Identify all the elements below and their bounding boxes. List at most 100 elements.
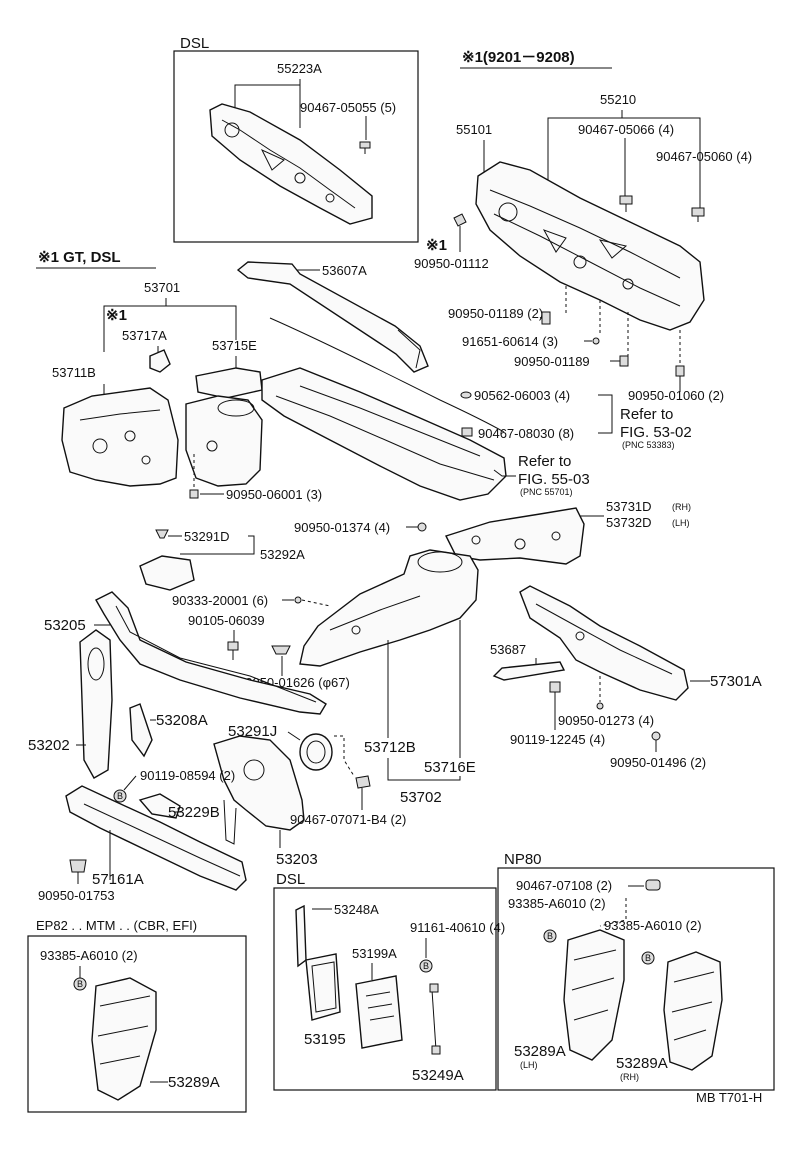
fig-55-03: FIG. 55-03 [518,471,590,488]
apron-53711B [61,387,179,487]
label-55210: 55210 [600,92,636,107]
apron-member-53712B [299,549,479,667]
label-90119-08594: 90119-08594 (2) [140,768,235,783]
label-90950-01374: 90950-01374 (4) [294,520,390,535]
header-gt-dsl: ※1 GT, DSL [38,249,121,266]
header-9201-9208: ※1(9201－9208) [462,49,575,66]
label-90105-06039: 90105-06039 [188,613,265,628]
rh-label-1: (RH) [672,502,691,512]
bolt-b-5: B [423,961,429,971]
label-53229B: 53229B [168,804,220,821]
label-53248A: 53248A [334,902,379,917]
label-53205: 53205 [44,617,86,634]
label-53202: 53202 [28,737,70,754]
label-53731D: 53731D [606,499,652,514]
label-90950-01496: 90950-01496 (2) [610,755,706,770]
label-53607A: 53607A [322,263,367,278]
label-90950-01189-2: 90950-01189 (2) [448,306,543,321]
member-57301A [519,585,689,701]
seal-53289A-lh [563,929,625,1061]
label-93385-A6010-a: 93385-A6010 (2) [508,896,606,911]
apron-53203 [213,735,305,845]
dash-panel-dsl [209,103,373,225]
label-53289A-ep82: 53289A [168,1074,220,1091]
label-90950-01189: 90950-01189 [514,354,590,369]
bolt-90467-05060 [691,207,705,222]
bracket-53717A [149,349,171,373]
label-90950-01753: 90950-01753 [38,888,115,903]
bracket-53208A [129,703,153,758]
label-90950-01112: 90950-01112 [414,256,489,271]
bolt-b-2: B [547,931,553,941]
np80-box [497,867,775,1091]
label-93385-A6010-c: 93385-A6010 (2) [40,948,138,963]
pnc-55701: (PNC 55701) [520,487,573,497]
label-53249A: 53249A [412,1067,464,1084]
label-53195: 53195 [304,1031,346,1048]
lh-label-1: (LH) [672,518,690,528]
np80-label: NP80 [504,851,542,868]
label-57301A: 57301A [710,673,762,690]
label-90467-07108: 90467-07108 (2) [516,878,612,893]
label-53701: 53701 [144,280,180,295]
bracket-53202 [79,629,113,779]
seal-53248A [295,904,307,968]
dash-panel-main [475,161,705,331]
footer-code: MB T701-H [696,1090,762,1105]
apron-53715E-side [185,395,263,487]
label-53711B: 53711B [52,365,96,380]
brace-53607A [236,261,429,373]
label-90333-20001: 90333-20001 (6) [172,593,268,608]
bolt-b-4: B [77,979,83,989]
label-53732D: 53732D [606,515,652,530]
label-55223A: 55223A [277,61,322,76]
label-53715E: 53715E [212,338,257,353]
ring-53291J [299,733,333,771]
label-53208A: 53208A [156,712,208,729]
label-90467-05060: 90467-05060 (4) [656,149,752,164]
dsl-top-label: DSL [180,35,209,52]
clip-90467-07108 [645,879,661,891]
label-53203: 53203 [276,851,318,868]
label-91651-60614: 91651-60614 (3) [462,334,558,349]
label-53687: 53687 [490,642,526,657]
refer-to-55-03: Refer to [518,453,571,470]
label-90950-06001: 90950-06001 (3) [226,487,322,502]
label-53717A: 53717A [122,328,167,343]
plate-53199A [355,975,403,1049]
ep82-box [27,935,247,1113]
ep82-label: EP82 . . MTM . . (CBR, EFI) [36,918,197,933]
label-53289A-rh: 53289A [616,1055,668,1072]
label-90562-06003: 90562-06003 (4) [474,388,570,403]
seal-53289A-ep82 [91,977,157,1101]
cowl-panel [261,367,507,501]
bolt-90467-05066 [619,195,633,212]
label-53292A: 53292A [260,547,305,562]
dsl-bottom-label: DSL [276,871,305,888]
rh-label-2: (RH) [620,1072,639,1082]
label-53712B: 53712B [364,739,416,756]
label-91161-40610: 91161-40610 (4) [410,920,505,935]
label-90467-07071: 90467-07071-B4 (2) [290,812,406,827]
bracket-53292A [139,555,195,591]
refer-to-53-02: Refer to [620,406,673,423]
rod-53249A [429,983,441,1055]
label-90119-12245: 90119-12245 (4) [510,732,605,747]
label-53291D: 53291D [184,529,230,544]
support-57161A [65,785,247,891]
label-90467-05066: 90467-05066 (4) [578,122,674,137]
star-label-a: ※1 [426,237,447,254]
brace-53687 [492,661,566,681]
label-90467-08030: 90467-08030 (8) [478,426,574,441]
label-57161A: 57161A [92,871,144,888]
lh-label-2: (LH) [520,1060,538,1070]
seal-53289A-rh [663,951,723,1071]
label-53289A-lh: 53289A [514,1043,566,1060]
label-90950-01273: 90950-01273 (4) [558,713,654,728]
bracket-53715E [195,367,263,399]
pnc-53383: (PNC 53383) [622,440,675,450]
label-53702: 53702 [400,789,442,806]
support-53205 [95,591,327,715]
fig-53-02: FIG. 53-02 [620,424,692,441]
